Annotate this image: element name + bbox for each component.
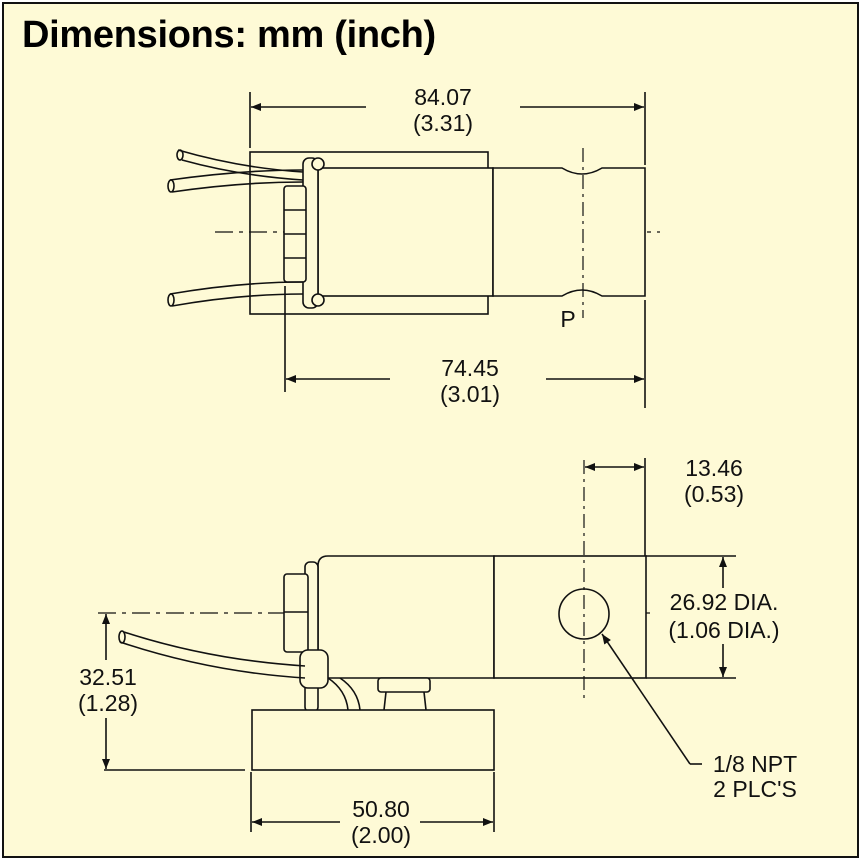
side-mounting-base xyxy=(251,709,495,771)
port-label-p: P xyxy=(560,306,575,332)
height-inch: (1.28) xyxy=(78,690,138,716)
overall-length-mm: 84.07 xyxy=(414,84,472,110)
port-offset-mm: 13.46 xyxy=(685,455,743,481)
top-screw-lower xyxy=(311,293,325,307)
side-solenoid-body xyxy=(317,555,495,679)
port-leader-line xyxy=(601,633,691,765)
diameter-mm: 26.92 DIA. xyxy=(670,589,779,615)
top-lead-wire-1 xyxy=(177,149,304,173)
side-nut xyxy=(283,573,309,653)
diagram-title: Dimensions: mm (inch) xyxy=(22,14,436,56)
base-width-inch: (2.00) xyxy=(351,822,411,848)
diameter-inch: (1.06 DIA.) xyxy=(668,617,779,643)
top-lead-wire-2 xyxy=(169,169,304,181)
port-offset-inch: (0.53) xyxy=(684,481,744,507)
port-note-line1: 1/8 NPT xyxy=(713,751,797,777)
top-screw-upper xyxy=(311,157,325,171)
side-view xyxy=(98,458,736,832)
body-length-inch: (3.01) xyxy=(440,381,500,407)
top-solenoid-body xyxy=(317,167,494,297)
top-view xyxy=(167,92,660,408)
overall-length-inch: (3.31) xyxy=(413,110,473,136)
port-note-line2: 2 PLC'S xyxy=(713,776,797,802)
body-length-mm: 74.45 xyxy=(441,355,499,381)
base-width-mm: 50.80 xyxy=(352,796,410,822)
side-lead-wire xyxy=(123,631,306,667)
top-lead-wire-3 xyxy=(169,281,304,295)
height-mm: 32.51 xyxy=(79,664,137,690)
top-valve-block xyxy=(492,167,646,297)
